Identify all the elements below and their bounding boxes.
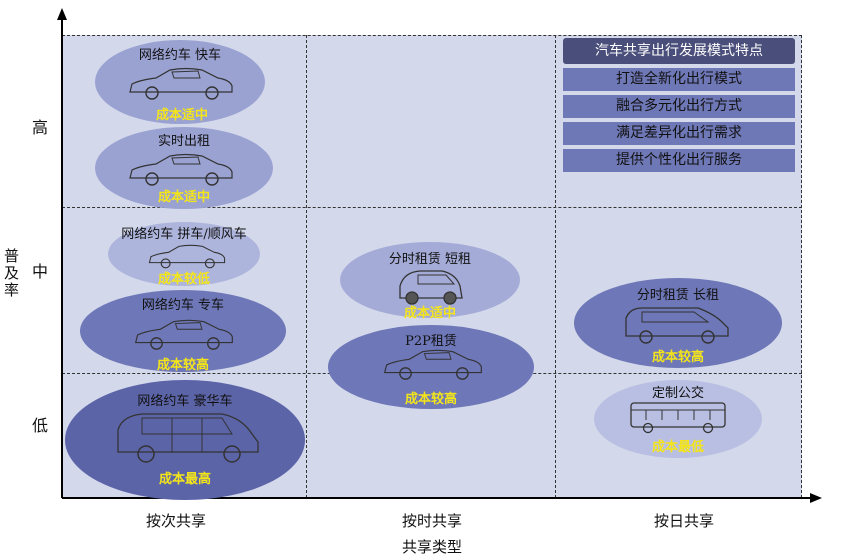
mode-name-luxury: 网络约车 豪华车 bbox=[137, 394, 233, 409]
x-tick-per-hour: 按时共享 bbox=[401, 512, 463, 530]
feature-item: 融合多元化出行方式 bbox=[563, 95, 795, 118]
suv-icon bbox=[625, 307, 729, 344]
mode-ellipse-luxury bbox=[65, 380, 305, 500]
mode-name-shortrent: 分时租赁 短租 bbox=[388, 252, 472, 267]
mode-name-longrent: 分时租赁 长租 bbox=[636, 288, 720, 303]
bus-icon bbox=[630, 402, 726, 434]
feature-item: 满足差异化出行需求 bbox=[563, 122, 795, 145]
feature-item: 打造全新化出行模式 bbox=[563, 68, 795, 91]
mode-ellipse-premier bbox=[80, 290, 286, 372]
mode-cost-p2p: 成本较高 bbox=[404, 392, 458, 407]
mode-name-taxi: 实时出租 bbox=[157, 134, 211, 149]
mode-name-carpool: 网络约车 拼车/顺风车 bbox=[121, 227, 247, 242]
grid-divider-vertical-1 bbox=[306, 35, 307, 498]
mode-ellipse-longrent bbox=[574, 278, 782, 368]
mode-ellipse-express bbox=[95, 40, 265, 124]
mode-ellipse-shortrent bbox=[340, 242, 520, 318]
grid-divider-vertical-2 bbox=[555, 35, 556, 498]
sedan-icon bbox=[383, 349, 482, 380]
feature-panel: 汽车共享出行发展模式特点 打造全新化出行模式 融合多元化出行方式 满足差异化出行… bbox=[563, 38, 795, 176]
mode-cost-shortrent: 成本适中 bbox=[403, 306, 457, 321]
mode-cost-longrent: 成本较高 bbox=[651, 350, 705, 365]
sedan-icon bbox=[129, 67, 233, 100]
sedan-icon bbox=[148, 244, 226, 269]
x-axis-arrow bbox=[810, 493, 822, 503]
van-icon bbox=[117, 413, 259, 463]
grid-divider-horizontal-1 bbox=[62, 207, 802, 208]
mode-ellipse-taxi bbox=[95, 127, 273, 209]
y-tick-mid: 中 bbox=[32, 262, 49, 281]
y-tick-high: 高 bbox=[32, 118, 49, 137]
sedan-icon bbox=[134, 319, 233, 350]
mode-cost-bus: 成本最低 bbox=[651, 440, 705, 455]
feature-item: 提供个性化出行服务 bbox=[563, 149, 795, 172]
x-tick-per-trip: 按次共享 bbox=[145, 512, 207, 530]
y-tick-low: 低 bbox=[32, 416, 49, 435]
mode-name-express: 网络约车 快车 bbox=[138, 48, 222, 63]
mode-ellipse-carpool bbox=[108, 222, 260, 286]
mode-cost-luxury: 成本最高 bbox=[158, 472, 212, 487]
mode-name-bus: 定制公交 bbox=[651, 386, 705, 401]
y-axis-arrow bbox=[57, 8, 67, 20]
mode-name-p2p: P2P租赁 bbox=[405, 334, 457, 349]
x-axis-label: 共享类型 bbox=[401, 538, 463, 556]
mode-cost-express: 成本适中 bbox=[155, 108, 209, 123]
mode-ellipse-p2p bbox=[328, 325, 534, 409]
feature-panel-title: 汽车共享出行发展模式特点 bbox=[563, 38, 795, 64]
compact-car-icon bbox=[399, 270, 463, 305]
mode-name-premier: 网络约车 专车 bbox=[141, 298, 225, 313]
y-axis-label: 普及率 bbox=[4, 247, 20, 299]
mode-cost-carpool: 成本较低 bbox=[157, 272, 211, 287]
mode-cost-premier: 成本较高 bbox=[156, 358, 210, 373]
sedan-icon bbox=[129, 153, 233, 186]
x-tick-per-day: 按日共享 bbox=[653, 512, 715, 530]
mode-cost-taxi: 成本适中 bbox=[157, 190, 211, 205]
